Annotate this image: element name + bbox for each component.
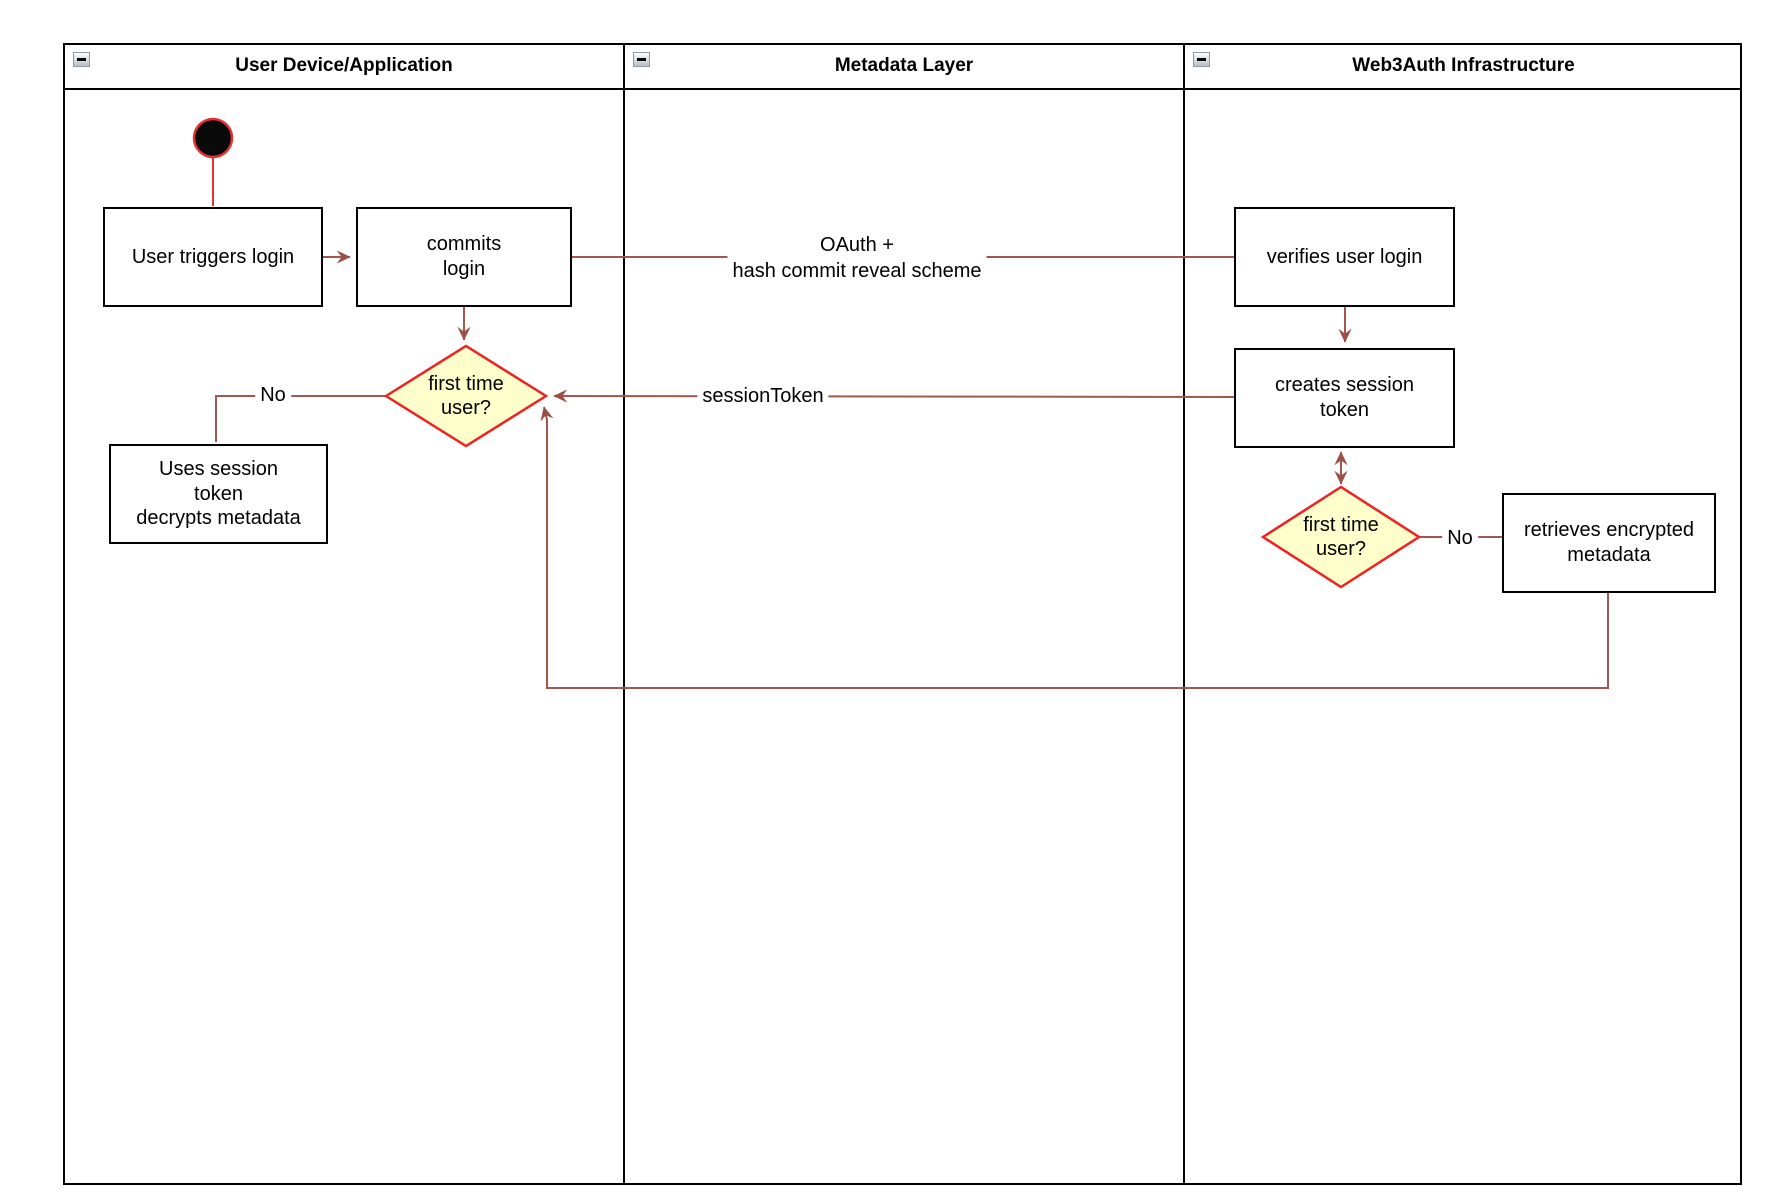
node-uses-session-token[interactable]: Uses session token decrypts metadata (109, 444, 328, 544)
lane-divider-2 (1183, 43, 1185, 1185)
node-retrieves-encrypted-metadata[interactable]: retrieves encrypted metadata (1502, 493, 1716, 593)
lane-header-web3auth[interactable]: Web3Auth Infrastructure (1185, 43, 1742, 88)
lane-title: Metadata Layer (834, 54, 974, 76)
edge-label-oauth[interactable]: OAuth + hash commit reveal scheme (727, 231, 987, 285)
lane-header-metadata-layer[interactable]: Metadata Layer (625, 43, 1183, 88)
minus-icon[interactable] (73, 52, 90, 67)
node-commits-login[interactable]: commits login (356, 207, 572, 307)
edge-label-session-token[interactable]: sessionToken (697, 382, 829, 410)
initial-state-node[interactable] (192, 117, 234, 159)
lane-header-row (63, 43, 1742, 90)
lane-title: Web3Auth Infrastructure (1352, 54, 1575, 76)
decision-label-infra: first time user? (1263, 487, 1419, 587)
node-label: retrieves encrypted metadata (1523, 519, 1695, 566)
node-label: User triggers login (131, 245, 295, 268)
lane-title: User Device/Application (235, 54, 453, 76)
minus-bar (637, 58, 646, 61)
node-label: verifies user login (1266, 245, 1423, 268)
node-creates-session-token[interactable]: creates session token (1234, 348, 1455, 448)
node-verifies-user-login[interactable]: verifies user login (1234, 207, 1455, 307)
node-user-triggers-login[interactable]: User triggers login (103, 207, 323, 307)
node-label: commits login (426, 233, 502, 280)
edge-no-device (215, 395, 386, 442)
decision-first-time-user-device[interactable] (383, 344, 549, 448)
node-label: Uses session token decrypts metadata (136, 457, 301, 530)
minus-icon[interactable] (1193, 52, 1210, 67)
decision-first-time-user-infra[interactable] (1260, 485, 1422, 589)
lane-header-user-device[interactable]: User Device/Application (65, 43, 623, 88)
node-label: first time user? (1303, 513, 1379, 560)
edge-session-token (553, 389, 1235, 403)
lane-divider-1 (623, 43, 625, 1185)
edge-label-no-device[interactable]: No (255, 381, 291, 409)
decision-label-device: first time user? (386, 346, 546, 446)
minus-bar (1197, 58, 1206, 61)
minus-bar (77, 58, 86, 61)
minus-icon[interactable] (633, 52, 650, 67)
node-label: creates session token (1275, 374, 1414, 421)
edge-return-loop (540, 406, 1609, 689)
node-label: first time user? (428, 372, 504, 419)
edge-label-no-infra[interactable]: No (1442, 524, 1478, 552)
